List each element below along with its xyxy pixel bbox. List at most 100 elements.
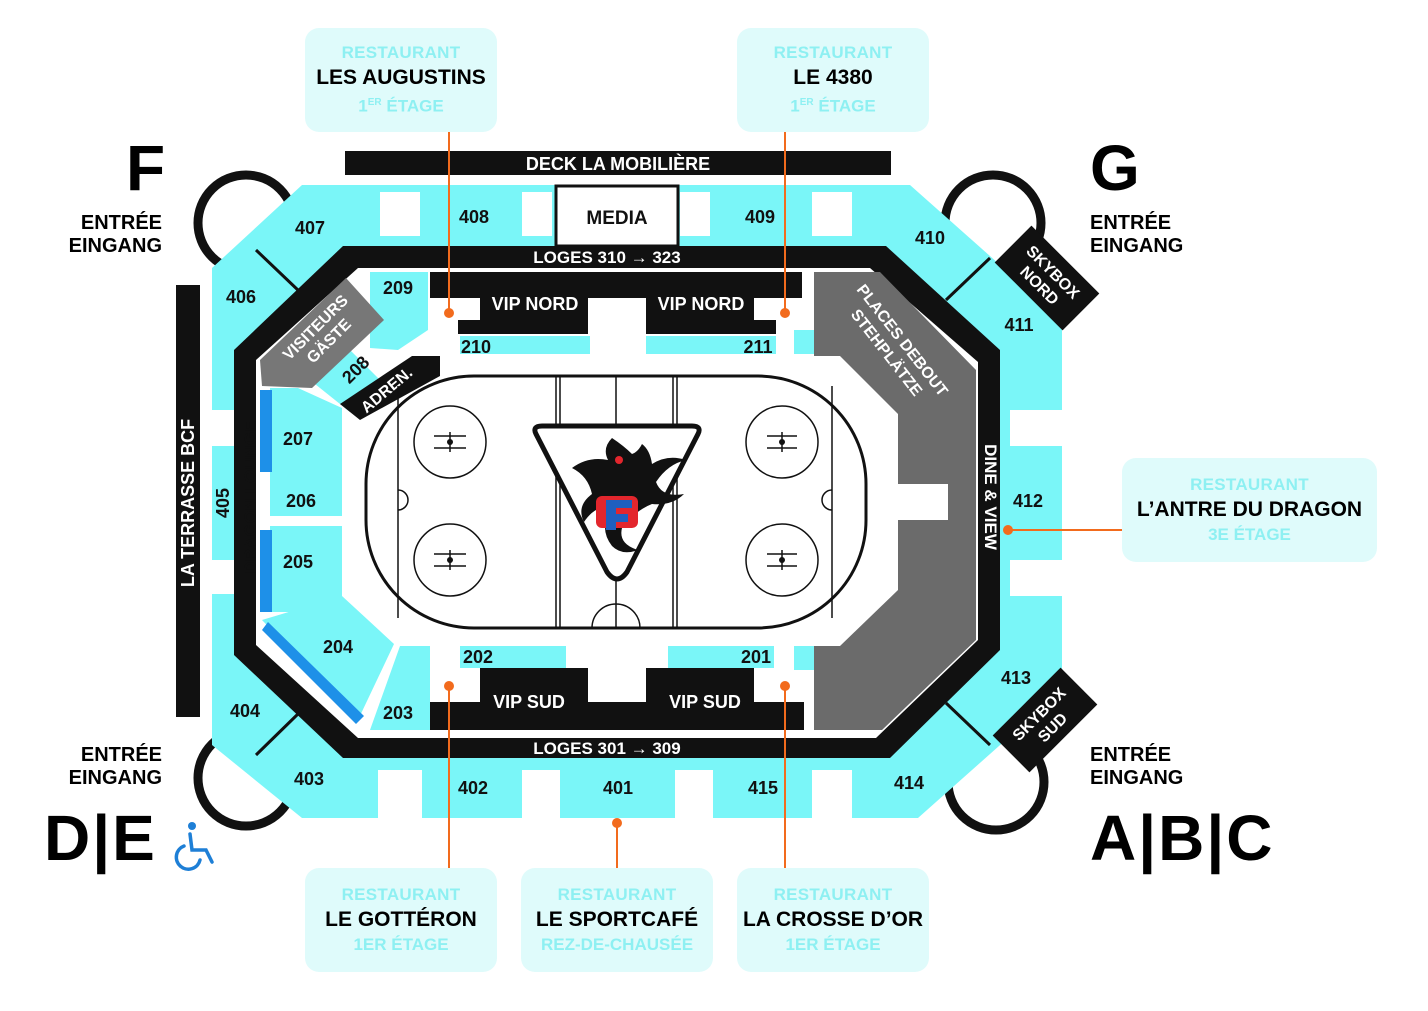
label-204: 204 — [323, 637, 353, 657]
label-202: 202 — [463, 647, 493, 667]
terrasse-label: LA TERRASSE BCF — [178, 419, 198, 587]
label-404: 404 — [230, 701, 260, 721]
gate-de-line1: ENTRÉE — [80, 744, 162, 766]
gate-f-letter[interactable]: F — [126, 132, 166, 204]
label-407: 407 — [295, 218, 325, 238]
section-204[interactable] — [262, 596, 394, 720]
gate-de-letters[interactable]: D|E — [44, 802, 157, 874]
standing-area[interactable] — [814, 272, 976, 730]
gate-f-line1: ENTRÉE — [80, 212, 162, 234]
media-box[interactable] — [554, 184, 680, 248]
vip-nord-left-label: VIP NORD — [492, 294, 579, 314]
label-411: 411 — [1004, 315, 1033, 335]
gate-de-text: ENTRÉE EINGANG — [62, 744, 162, 790]
label-409: 409 — [745, 207, 775, 227]
vip-sud-left-label: VIP SUD — [493, 692, 565, 712]
label-410: 410 — [915, 228, 945, 248]
lower-sections[interactable] — [262, 272, 814, 730]
restaurant-le-4380[interactable]: RESTAURANT LE 4380 1ER ÉTAGE — [737, 28, 929, 132]
augustins-floor: 1ER ÉTAGE — [358, 96, 444, 116]
label-205: 205 — [283, 552, 313, 572]
dine-view-label: DINE & VIEW — [981, 444, 1000, 551]
label-415: 415 — [748, 778, 778, 798]
skybox-sud[interactable]: SKYBOX SUD — [992, 667, 1098, 773]
wheelchair-icon — [174, 822, 214, 871]
gate-de-line2: EINGANG — [68, 767, 162, 789]
label-209: 209 — [383, 278, 413, 298]
media-label: MEDIA — [586, 208, 648, 229]
gate-abc-letters[interactable]: A|B|C — [1090, 802, 1275, 874]
augustins-name: LES AUGUSTINS — [316, 66, 486, 90]
antre-name: L’ANTRE DU DRAGON — [1136, 498, 1363, 521]
label-210: 210 — [461, 337, 491, 357]
label-405: 405 — [213, 488, 233, 518]
label-408: 408 — [459, 207, 489, 227]
antre-kicker: RESTAURANT — [1190, 475, 1309, 494]
gotteron-floor: 1ER ÉTAGE — [353, 935, 449, 954]
skybox-nord[interactable]: SKYBOX NORD — [994, 225, 1100, 331]
dragon-logo — [532, 423, 702, 582]
label-406: 406 — [226, 287, 256, 307]
section-207[interactable] — [270, 388, 342, 510]
augustins-kicker: RESTAURANT — [341, 43, 461, 63]
visitors-area[interactable] — [260, 278, 384, 388]
le4380-name: LE 4380 — [793, 66, 873, 90]
gate-g-line1: ENTRÉE — [1090, 212, 1172, 234]
section-211-end[interactable] — [794, 330, 814, 354]
terrasse-bar[interactable] — [176, 285, 200, 717]
loges-bottom-label: LOGES 301 → 309 — [533, 739, 680, 758]
antre-floor: 3E ÉTAGE — [1208, 525, 1291, 544]
gotteron-kicker: RESTAURANT — [341, 885, 461, 904]
corner-dividers — [254, 248, 992, 757]
sportcafe-kicker: RESTAURANT — [557, 885, 677, 904]
section-201-end[interactable] — [794, 646, 814, 670]
gate-g-letter[interactable]: G — [1090, 132, 1140, 204]
restaurant-le-sportcafe[interactable]: RESTAURANT LE SPORTCAFÉ REZ-DE-CHAUSÉE — [521, 868, 713, 972]
section-205[interactable] — [270, 526, 342, 612]
gate-f-text: ENTRÉE EINGANG — [62, 212, 162, 258]
gate-f-line2: EINGANG — [68, 235, 162, 257]
label-211: 211 — [743, 337, 772, 357]
section-209[interactable] — [370, 272, 428, 350]
sportcafe-name: LE SPORTCAFÉ — [535, 908, 699, 931]
le4380-kicker: RESTAURANT — [773, 43, 893, 63]
section-210[interactable] — [460, 336, 590, 354]
crosse-floor: 1ER ÉTAGE — [785, 935, 881, 954]
label-412: 412 — [1013, 491, 1043, 511]
label-203: 203 — [383, 703, 413, 723]
gate-g-text: ENTRÉE EINGANG — [1090, 212, 1183, 258]
restaurant-connectors — [444, 132, 1122, 868]
crosse-name: LA CROSSE D’OR — [742, 908, 924, 931]
restaurant-antre-du-dragon[interactable]: RESTAURANT L’ANTRE DU DRAGON 3E ÉTAGE — [1122, 458, 1377, 562]
section-202[interactable] — [460, 646, 566, 668]
dragon-lounge-strips — [260, 390, 364, 724]
section-203[interactable] — [370, 646, 430, 730]
adren-area[interactable] — [340, 356, 440, 420]
section-211[interactable] — [646, 336, 776, 354]
restaurant-la-crosse-dor[interactable]: RESTAURANT LA CROSSE D’OR 1ER ÉTAGE — [737, 868, 929, 972]
gate-abc-line2: EINGANG — [1090, 767, 1184, 789]
vip-nord-right-label: VIP NORD — [658, 294, 745, 314]
section-206[interactable] — [270, 486, 342, 516]
gate-g-line2: EINGANG — [1090, 235, 1184, 257]
crosse-kicker: RESTAURANT — [773, 885, 893, 904]
loges-top-label: LOGES 310 → 323 — [533, 248, 680, 267]
label-201: 201 — [741, 647, 771, 667]
restaurant-le-gotteron[interactable]: RESTAURANT LE GOTTÉRON 1ER ÉTAGE — [305, 868, 497, 972]
gotteron-name: LE GOTTÉRON — [325, 908, 477, 931]
label-402: 402 — [458, 778, 488, 798]
deck-bar[interactable] — [345, 151, 891, 175]
section-201[interactable] — [668, 646, 774, 668]
dragon-lounge-label: DRAGON LOUNGE — [241, 421, 260, 574]
label-403: 403 — [294, 769, 324, 789]
le4380-floor: 1ER ÉTAGE — [790, 96, 876, 116]
vip-sud-right[interactable] — [646, 668, 754, 730]
vip-sud-left[interactable] — [480, 668, 588, 730]
sportcafe-floor: REZ-DE-CHAUSÉE — [540, 935, 694, 954]
gate-abc-line1: ENTRÉE — [1090, 744, 1172, 766]
restaurant-les-augustins[interactable]: RESTAURANT LES AUGUSTINS 1ER ÉTAGE — [305, 28, 497, 132]
vip-blocks[interactable] — [430, 272, 804, 730]
gate-abc-text: ENTRÉE EINGANG — [1090, 744, 1183, 790]
